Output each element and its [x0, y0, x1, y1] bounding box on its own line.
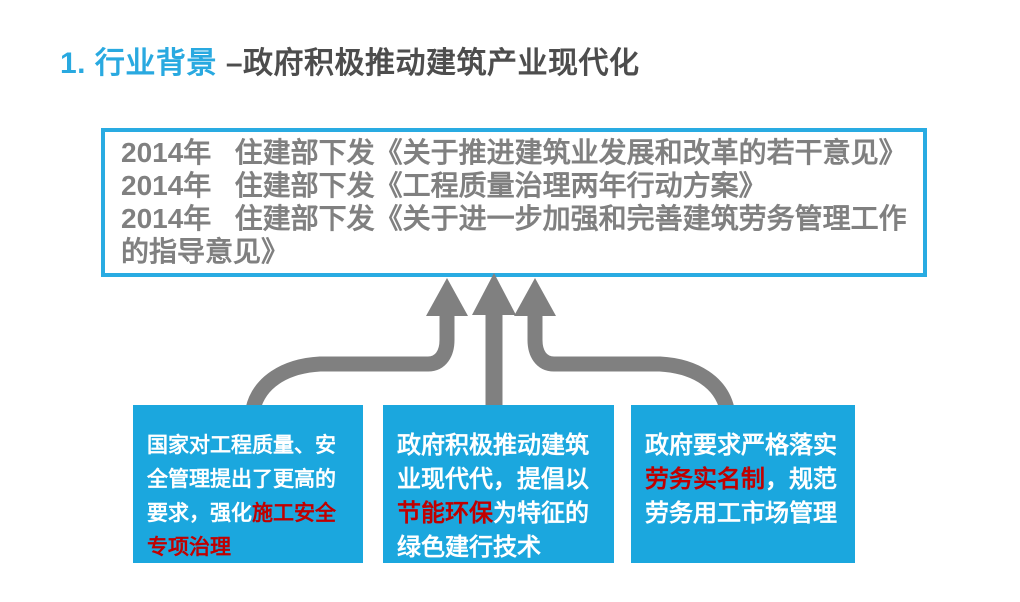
factor-text-highlight: 劳务实名制 — [645, 466, 765, 493]
factor-text-highlight: 节能环保 — [397, 500, 493, 527]
title-section-label: 1. 行业背景 — [60, 47, 217, 80]
policy-line-2: 2014年 住建部下发《工程质量治理两年行动方案》 — [121, 170, 767, 201]
factor-text: 政府要求严格落实 — [645, 432, 837, 459]
factor-text: 为特征的绿色建行技术 — [397, 500, 589, 561]
factor-box-green-building: 政府积极推动建筑业现代代，提倡以节能环保为特征的绿色建行技术 — [383, 405, 614, 563]
factor-box-labor-realname: 政府要求严格落实劳务实名制，规范劳务用工市场管理 — [631, 405, 855, 563]
factor-box-quality-safety: 国家对工程质量、安全管理提出了更高的要求，强化施工安全专项治理 — [133, 405, 363, 563]
policy-list-box: 2014年 住建部下发《关于推进建筑业发展和改革的若干意见》 2014年 住建部… — [101, 128, 927, 277]
page-title: 1. 行业背景–政府积极推动建筑产业现代化 — [60, 38, 640, 82]
straight-up-arrow-middle-icon — [472, 273, 516, 407]
curved-up-arrow-right-icon — [514, 278, 735, 412]
factor-text: 政府积极推动建筑业现代代，提倡以 — [397, 432, 589, 493]
factor-text: ，规范劳务用工市场管理 — [645, 466, 837, 527]
curved-up-arrow-left-icon — [245, 278, 468, 412]
policy-line-1: 2014年 住建部下发《关于推进建筑业发展和改革的若干意见》 — [121, 137, 907, 168]
policy-line-3: 2014年 住建部下发《关于进一步加强和完善建筑劳务管理工作的指导意见》 — [121, 203, 907, 267]
title-subtitle-label: –政府积极推动建筑产业现代化 — [225, 47, 640, 80]
factor-text-highlight: 施工安全专项治理 — [147, 502, 336, 559]
factor-text: 国家对工程质量、安全管理提出了更高的要求，强化 — [147, 434, 336, 525]
